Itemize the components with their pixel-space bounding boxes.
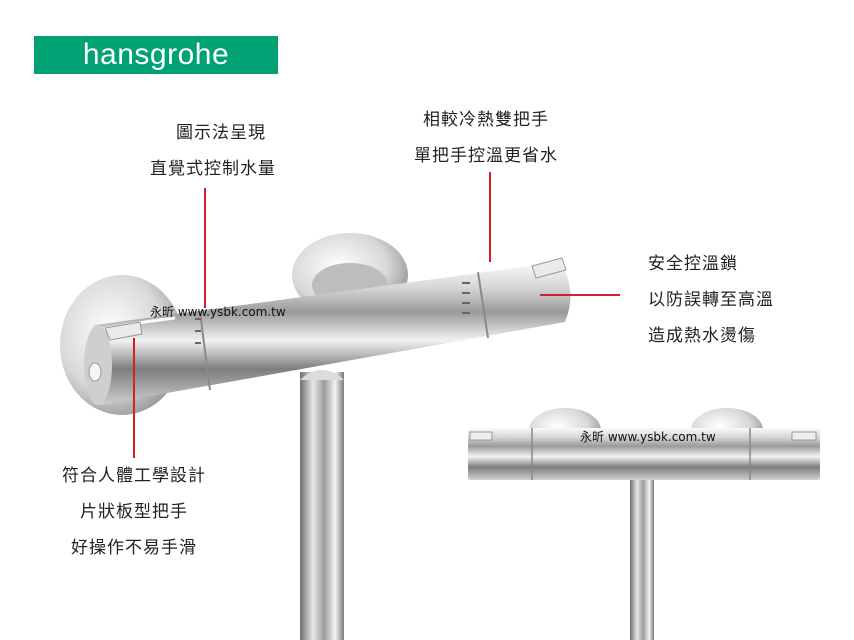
callout-safety-line3: 造成熱水燙傷	[648, 326, 756, 346]
callout-handle-line3: 好操作不易手滑	[71, 538, 197, 558]
safety-button	[531, 257, 567, 279]
callout-single-handle: 相較冷熱雙把手 單把手控溫更省水	[414, 102, 558, 174]
callout-single-line1: 相較冷熱雙把手	[423, 110, 549, 130]
callout-handle-pointer	[133, 338, 135, 458]
watermark-inset: 永昕 www.ysbk.com.tw	[580, 430, 716, 444]
main-shower-pipe	[300, 370, 344, 640]
main-thermostat-body	[84, 262, 571, 405]
callout-safety-pointer	[540, 294, 620, 296]
callout-flow-pointer	[204, 188, 206, 308]
callout-safety-line2: 以防誤轉至高溫	[648, 290, 774, 310]
callout-flow-control: 圖示法呈現 直覺式控制水量	[150, 115, 276, 187]
callout-safety-lock: 安全控溫鎖 以防誤轉至高溫 造成熱水燙傷	[648, 246, 774, 354]
callout-single-line2: 單把手控溫更省水	[414, 146, 558, 166]
inset-product	[468, 408, 820, 640]
watermark-main: 永昕 www.ysbk.com.tw	[150, 305, 286, 319]
callout-handle-line2: 片狀板型把手	[80, 502, 188, 522]
callout-handle-line1: 符合人體工學設計	[62, 466, 206, 486]
left-lever-handle	[104, 321, 143, 341]
callout-handle-design: 符合人體工學設計 片狀板型把手 好操作不易手滑	[62, 458, 206, 566]
callout-flow-line2: 直覺式控制水量	[150, 159, 276, 179]
hansgrohe-logo: hansgrohe	[34, 36, 278, 74]
callout-flow-line1: 圖示法呈現	[176, 123, 266, 143]
callout-single-pointer	[489, 172, 491, 262]
callout-safety-line1: 安全控溫鎖	[648, 254, 738, 274]
